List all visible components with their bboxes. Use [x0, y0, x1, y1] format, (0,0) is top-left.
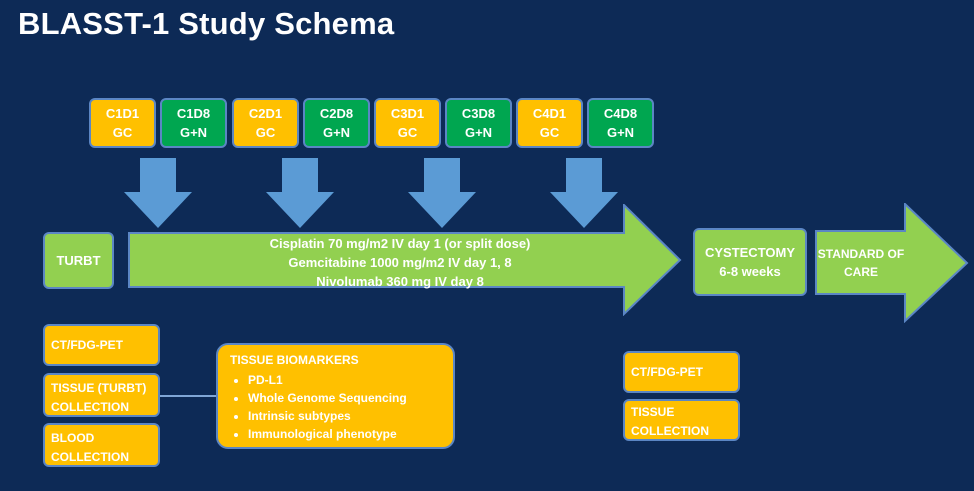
- down-arrow-icon: [408, 158, 476, 228]
- down-arrow-icon: [124, 158, 192, 228]
- post-tissue-collection-box: TISSUE COLLECTION: [623, 399, 740, 441]
- cycle-regimen: G+N: [464, 125, 493, 140]
- standard-of-care-line1: STANDARD OF: [817, 247, 905, 261]
- biomarkers-list: PD-L1 Whole Genome Sequencing Intrinsic …: [230, 371, 441, 443]
- cycle-day: C4D1: [532, 106, 567, 121]
- turbt-box: TURBT: [43, 232, 114, 289]
- post-ct-pet-box: CT/FDG-PET: [623, 351, 740, 393]
- cycle-box-c2d1: C2D1 GC: [232, 98, 299, 148]
- cycle-regimen: GC: [397, 125, 418, 140]
- biomarkers-heading: TISSUE BIOMARKERS: [230, 353, 359, 367]
- biomarker-item: PD-L1: [248, 371, 441, 389]
- cycle-day: C2D1: [248, 106, 283, 121]
- cycle-day: C1D8: [176, 106, 211, 121]
- pre-tissue-line2: COLLECTION: [51, 400, 129, 414]
- treatment-gemcitabine: Gemcitabine 1000 mg/m2 IV day 1, 8: [288, 255, 512, 270]
- cycle-regimen: GC: [539, 125, 560, 140]
- connector-line: [160, 395, 219, 397]
- pre-ct-pet-box: CT/FDG-PET: [43, 324, 160, 366]
- biomarker-item: Whole Genome Sequencing: [248, 389, 441, 407]
- cystectomy-box: CYSTECTOMY 6-8 weeks: [693, 228, 807, 296]
- cycle-day: C1D1: [105, 106, 140, 121]
- cycle-box-c4d8: C4D8 G+N: [587, 98, 654, 148]
- cycle-box-c4d1: C4D1 GC: [516, 98, 583, 148]
- blood-collection-box: BLOOD COLLECTION: [43, 423, 160, 467]
- standard-of-care-line2: CARE: [843, 265, 878, 279]
- pre-tissue-line1: TISSUE (TURBT): [51, 381, 147, 395]
- biomarker-item: Immunological phenotype: [248, 425, 441, 443]
- cycle-regimen: G+N: [179, 125, 208, 140]
- post-tissue-line2: COLLECTION: [631, 424, 709, 438]
- treatment-text: Cisplatin 70 mg/m2 IV day 1 (or split do…: [200, 234, 600, 291]
- cycle-day: C3D8: [461, 106, 496, 121]
- down-arrow-icon: [550, 158, 618, 228]
- cystectomy-label: CYSTECTOMY: [704, 245, 796, 260]
- blood-line2: COLLECTION: [51, 450, 129, 464]
- cycle-regimen: G+N: [606, 125, 635, 140]
- blood-line1: BLOOD: [51, 431, 95, 445]
- pre-tissue-collection-box: TISSUE (TURBT) COLLECTION: [43, 373, 160, 417]
- cystectomy-timing: 6-8 weeks: [719, 264, 781, 279]
- cycle-day: C4D8: [603, 106, 638, 121]
- cycle-regimen: G+N: [322, 125, 351, 140]
- cycle-day: C3D1: [390, 106, 425, 121]
- standard-of-care-text: STANDARD OF CARE: [815, 245, 907, 281]
- down-arrow-icon: [266, 158, 334, 228]
- biomarker-item: Intrinsic subtypes: [248, 407, 441, 425]
- cycle-box-c1d1: C1D1 GC: [89, 98, 156, 148]
- cycle-box-c1d8: C1D8 G+N: [160, 98, 227, 148]
- standard-of-care-arrow-icon: [815, 203, 969, 323]
- cycle-box-c3d8: C3D8 G+N: [445, 98, 512, 148]
- cycle-box-c3d1: C3D1 GC: [374, 98, 441, 148]
- page-title: BLASST-1 Study Schema: [18, 6, 395, 41]
- tissue-biomarkers-box: TISSUE BIOMARKERS PD-L1 Whole Genome Seq…: [216, 343, 455, 449]
- cycle-day: C2D8: [319, 106, 354, 121]
- post-tissue-line1: TISSUE: [631, 405, 675, 419]
- treatment-nivolumab: Nivolumab 360 mg IV day 8: [316, 274, 484, 289]
- treatment-arrow-icon: [128, 204, 682, 316]
- treatment-cisplatin: Cisplatin 70 mg/m2 IV day 1 (or split do…: [269, 236, 531, 251]
- cycle-regimen: GC: [255, 125, 276, 140]
- cycle-box-c2d8: C2D8 G+N: [303, 98, 370, 148]
- cycle-regimen: GC: [112, 125, 133, 140]
